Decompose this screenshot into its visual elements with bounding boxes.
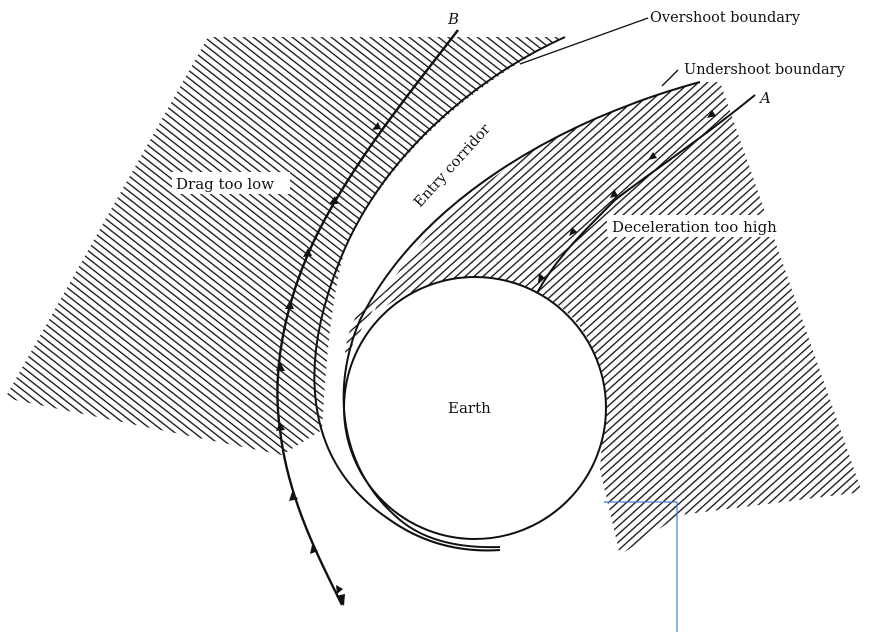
trajectory-a-arrow-5 [538, 273, 545, 283]
deceleration-too-high-label: Deceleration too high [612, 218, 777, 236]
trajectory-b-end-arrow [336, 594, 345, 606]
trajectory-b-arrow-4 [285, 300, 294, 309]
earth-label: Earth [448, 399, 491, 417]
undershoot-boundary-curve [342, 81, 701, 549]
undershoot-leader-line [661, 69, 679, 87]
overshoot-leader-line [519, 17, 649, 65]
trajectory-b-arrow-2 [329, 196, 338, 204]
decel-label-bg [607, 215, 797, 237]
trajectory-b [276, 29, 459, 606]
deceleration-too-high-region-main [370, 82, 862, 555]
point-a-label: A [758, 89, 771, 107]
drag-label-bg [172, 172, 290, 194]
drag-too-low-label: Drag too low [176, 175, 274, 193]
point-b-label: B [447, 10, 459, 28]
overshoot-boundary-label: Overshoot boundary [650, 10, 801, 26]
overshoot-boundary-curve [313, 36, 566, 552]
trajectory-a-arrow-2 [648, 152, 657, 160]
trajectory-b-arrow-9 [336, 585, 343, 594]
trajectory-a-arrow-1 [707, 110, 716, 118]
trajectory-b-arrow-8 [310, 545, 318, 554]
undershoot-boundary-label: Undershoot boundary [684, 62, 846, 78]
drag-too-low-region [5, 37, 565, 455]
trajectory-b-arrow-1 [372, 122, 381, 130]
trajectory-b-arrow-5 [276, 362, 285, 371]
trajectory-b-arrow-3 [303, 248, 312, 257]
trajectory-a-arrow-3 [610, 189, 618, 198]
trajectory-a [536, 94, 756, 294]
blue-marker-line [604, 501, 678, 632]
trajectory-b-arrow-6 [276, 422, 285, 431]
trajectory-b-arrow-7 [289, 492, 298, 501]
trajectory-a-arrow-4 [569, 227, 577, 236]
